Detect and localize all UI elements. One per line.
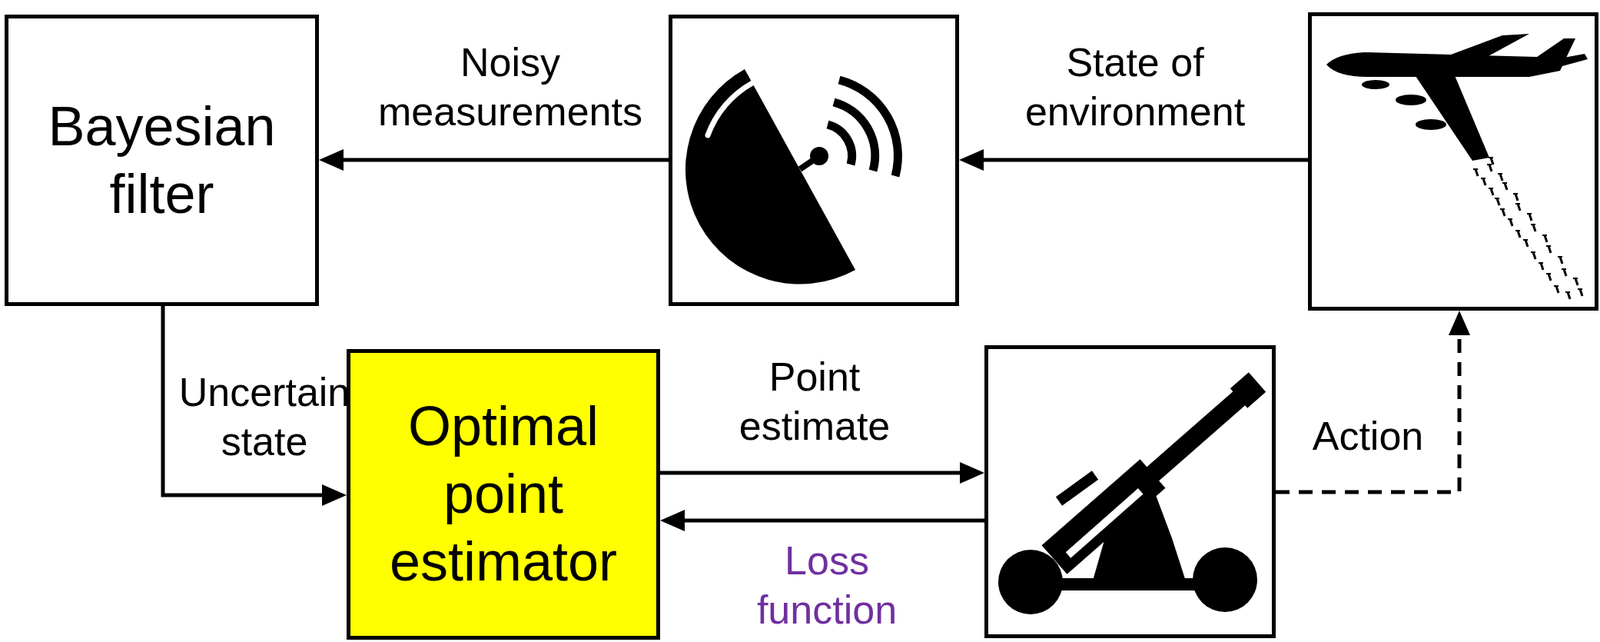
- edge-label: Point estimate: [726, 352, 903, 452]
- cannon-muzzle: [1238, 381, 1258, 399]
- bomber-wing: [1444, 33, 1530, 64]
- box-label: Bayesian filter: [8, 92, 316, 229]
- artillery-box: [984, 345, 1276, 638]
- bomber-engine: [1395, 94, 1427, 106]
- edge-label: Loss function: [746, 536, 908, 635]
- radar-wave: [839, 79, 898, 176]
- estimator-box: Optimal point estimator: [346, 348, 661, 640]
- flow-arrow: [968, 158, 1308, 163]
- edge-label: Action: [1298, 411, 1438, 462]
- bomber-tailplane: [1543, 53, 1588, 70]
- cannon-handle: [1058, 474, 1096, 502]
- radar-dish-highlight: [707, 82, 753, 136]
- cannon-cradle-stripe: [1068, 485, 1147, 555]
- cannon-wheel: [1192, 547, 1258, 612]
- radar-dish: [685, 69, 856, 285]
- edge-label: State of environment: [1012, 38, 1259, 137]
- bomb-fins: [1453, 116, 1583, 293]
- bomber-wing: [1414, 73, 1490, 161]
- radar-wave: [827, 124, 853, 165]
- dashed-arrow: [1275, 319, 1460, 492]
- filter-box: Bayesian filter: [4, 14, 319, 306]
- radar-box: [668, 14, 960, 306]
- flow-arrow: [669, 518, 985, 523]
- radar-wave: [833, 102, 876, 171]
- aircraft-box: [1307, 12, 1599, 311]
- cannon-wheel: [998, 549, 1063, 615]
- falling-bombs: [1456, 116, 1583, 299]
- cannon-barrel: [1137, 390, 1249, 488]
- bomber-engine: [1361, 79, 1390, 90]
- bomber-engine: [1415, 119, 1447, 130]
- edge-label: Noisy measurements: [368, 38, 653, 137]
- edge-label: Uncertain state: [175, 368, 354, 467]
- flow-arrow: [660, 471, 976, 475]
- flow-arrow: [328, 158, 669, 163]
- box-label: Optimal point estimator: [350, 392, 657, 595]
- radar-feed: [809, 146, 829, 166]
